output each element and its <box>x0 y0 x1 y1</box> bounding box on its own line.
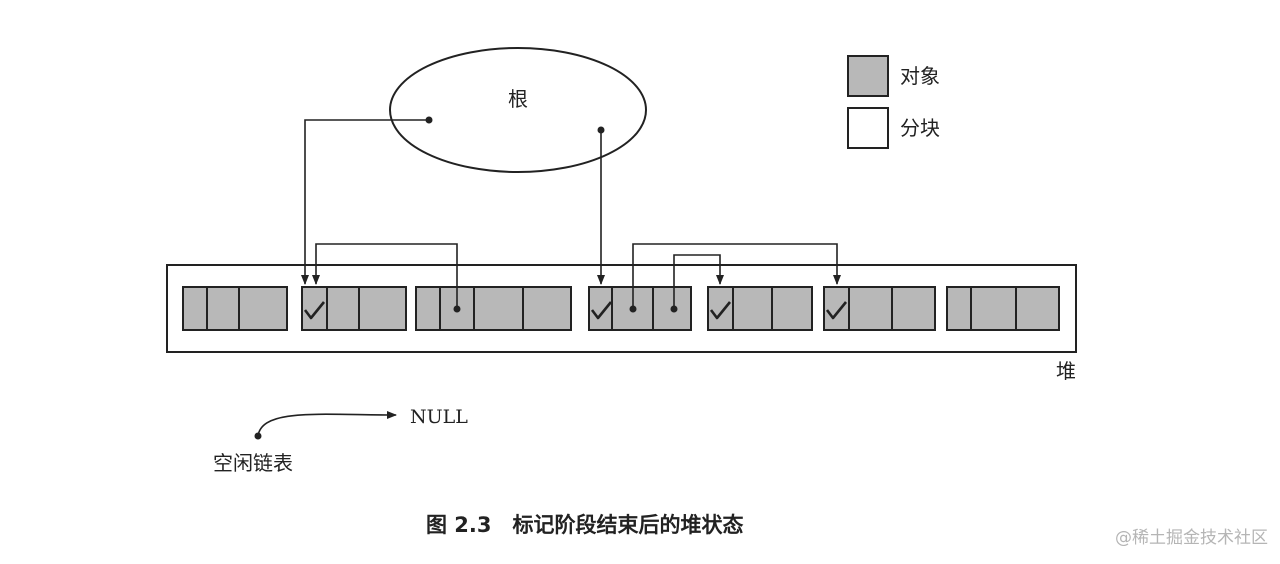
heap-label: 堆 <box>1056 359 1076 383</box>
object-7 <box>946 286 1060 331</box>
heap-container <box>166 264 1077 353</box>
legend: 对象 分块 <box>847 55 940 149</box>
mark-check-icon <box>303 301 326 320</box>
legend-object-label: 对象 <box>900 64 940 88</box>
object-body <box>823 286 936 331</box>
legend-chunk-label: 分块 <box>900 116 940 140</box>
object-3 <box>415 286 572 331</box>
null-label: NULL <box>410 406 468 428</box>
root-set: 根 <box>389 47 647 173</box>
watermark: @稀土掘金技术社区 <box>1115 528 1268 548</box>
object-1 <box>182 286 288 331</box>
mark-check-icon <box>825 301 848 320</box>
object-body <box>415 286 572 331</box>
free-list-arrow <box>257 410 397 437</box>
free-list: NULL 空闲链表 <box>213 406 468 475</box>
object-4 <box>588 286 692 331</box>
mark-check-icon <box>590 301 613 320</box>
root-ellipse <box>389 47 647 173</box>
arrow-object-4-to-object-6 <box>632 243 841 309</box>
free-list-label: 空闲链表 <box>213 451 293 475</box>
arrow-object-3-to-object-2 <box>312 243 458 309</box>
object-2 <box>301 286 407 331</box>
free-list-head-dot <box>254 432 262 440</box>
arrow-object-4-to-object-5 <box>673 254 724 309</box>
mark-check-icon <box>709 301 732 320</box>
object-body <box>946 286 1060 331</box>
heap: 堆 <box>166 264 1077 383</box>
arrow-root-to-object-2 <box>301 119 429 285</box>
figure-caption: 图 2.3 标记阶段结束后的堆状态 <box>426 513 744 537</box>
object-6 <box>823 286 936 331</box>
legend-object-swatch <box>847 55 889 97</box>
reference-arrows <box>301 119 841 309</box>
object-body <box>182 286 288 331</box>
legend-chunk-swatch <box>847 107 889 149</box>
root-label: 根 <box>508 87 528 111</box>
object-5 <box>707 286 813 331</box>
